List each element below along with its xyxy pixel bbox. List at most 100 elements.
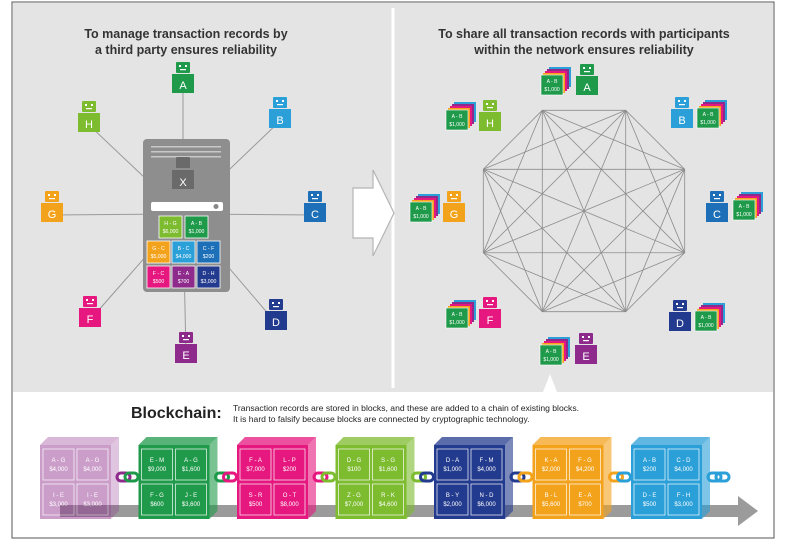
eye-icon [682, 303, 684, 305]
record-pair: F - G [150, 493, 164, 499]
record-amount: $100 [347, 467, 361, 473]
participant-label: H [486, 118, 494, 130]
participant-f: F [79, 296, 101, 327]
robot-body-icon [479, 309, 501, 328]
record-pair: F - C [153, 271, 165, 277]
participant-b: B [269, 97, 291, 128]
record-pair: N - D [480, 493, 495, 499]
record-amount: $5,600 [542, 502, 561, 508]
ledger-record: D - H $3,000 [196, 265, 221, 289]
record-amount: $1,000 [543, 357, 559, 363]
network-link [542, 110, 685, 253]
block-record: A - G$4,000 [76, 448, 109, 481]
record-stack-d: A - B$1,000 [694, 303, 725, 332]
robot-body-icon [175, 344, 197, 363]
robot-head-icon [580, 64, 594, 75]
block-record: F - G$600 [141, 483, 173, 516]
block-top-face [335, 437, 415, 445]
robot-head-icon [176, 157, 190, 168]
record-amount: $7,000 [345, 502, 364, 508]
robot-head-icon [483, 100, 497, 111]
record-amount: $3,000 [83, 502, 102, 508]
record-amount: $1,600 [182, 467, 201, 473]
record-pair: A - B [191, 221, 203, 227]
record-amount: $500 [249, 502, 263, 508]
participant-label: G [48, 209, 57, 221]
chain-link-icon [115, 471, 140, 483]
peer-c: C [706, 191, 728, 222]
mouth-icon [180, 69, 186, 71]
mouth-icon [183, 339, 189, 341]
mouth-icon [451, 198, 457, 200]
robot-head-icon [176, 62, 190, 73]
robot-body-icon [41, 203, 63, 222]
peer-g: G [443, 191, 465, 222]
record-pair: I - E [53, 493, 64, 499]
record-pair: A - G [52, 458, 66, 464]
record-pair: B - L [545, 493, 558, 499]
eye-icon [713, 194, 715, 196]
record-stack-b: A - B$1,000 [696, 100, 727, 129]
block-record: F - H$3,000 [667, 483, 700, 516]
record-pair: L - P [283, 458, 295, 464]
eye-icon [85, 104, 87, 106]
record-amount: $1,000 [449, 122, 465, 128]
record-pair: D - H [202, 271, 214, 277]
record-pair: B - C [178, 246, 190, 252]
network-link [483, 110, 543, 170]
record-pair: R - K [381, 493, 395, 499]
mouth-icon [273, 306, 279, 308]
participant-label: B [678, 115, 685, 127]
record-pair: A - B [452, 114, 464, 120]
block-record: A - G$4,000 [42, 448, 75, 481]
block-record: E - M$9,000 [141, 448, 173, 481]
record-amount: $3,000 [201, 279, 217, 285]
mouth-icon [679, 104, 685, 106]
left-title-line1: To manage transaction records by [84, 27, 287, 41]
participant-label: A [179, 80, 187, 92]
eye-icon [311, 194, 313, 196]
peer-b: B [671, 97, 693, 128]
eye-icon [185, 65, 187, 67]
record-stack-a: A - B$1,000 [540, 67, 571, 96]
block-record: F - M$4,000 [470, 448, 503, 481]
record-pair: F - G [578, 458, 592, 464]
participant-a: A [172, 62, 194, 93]
peer-h: H [479, 100, 501, 131]
record-pair: A - B [703, 112, 715, 118]
server-slot [151, 202, 223, 211]
block-front-face [40, 445, 111, 519]
record-amount: $6,000 [477, 502, 496, 508]
participant-label: B [276, 115, 283, 127]
block-side-face [505, 437, 513, 519]
record-pair: H - G [164, 221, 176, 227]
mouth-icon [584, 71, 590, 73]
block-front-face [138, 445, 210, 519]
participant-label: E [582, 351, 589, 363]
eye-icon [450, 194, 452, 196]
record-amount: $4,000 [176, 254, 192, 260]
record-amount: $2,000 [542, 467, 561, 473]
mouth-icon [312, 198, 318, 200]
block-top-face [631, 437, 710, 445]
robot-head-icon [273, 97, 287, 108]
participant-c: C [304, 191, 326, 222]
network-link [482, 110, 543, 253]
mouth-icon [87, 303, 93, 305]
participant-label: H [85, 119, 93, 131]
record-amount: $1,000 [443, 467, 462, 473]
record-pair: A - G [86, 458, 100, 464]
robot-body-icon [576, 76, 598, 95]
ledger-record: E - A$700 [171, 265, 196, 289]
record-amount: $4,000 [674, 467, 693, 473]
block-record: L - P$200 [273, 448, 306, 481]
network-link [625, 110, 685, 170]
participant-h: H [78, 101, 100, 132]
block-record: O - T$8,000 [273, 483, 306, 516]
record-pair: G - C [152, 246, 165, 252]
